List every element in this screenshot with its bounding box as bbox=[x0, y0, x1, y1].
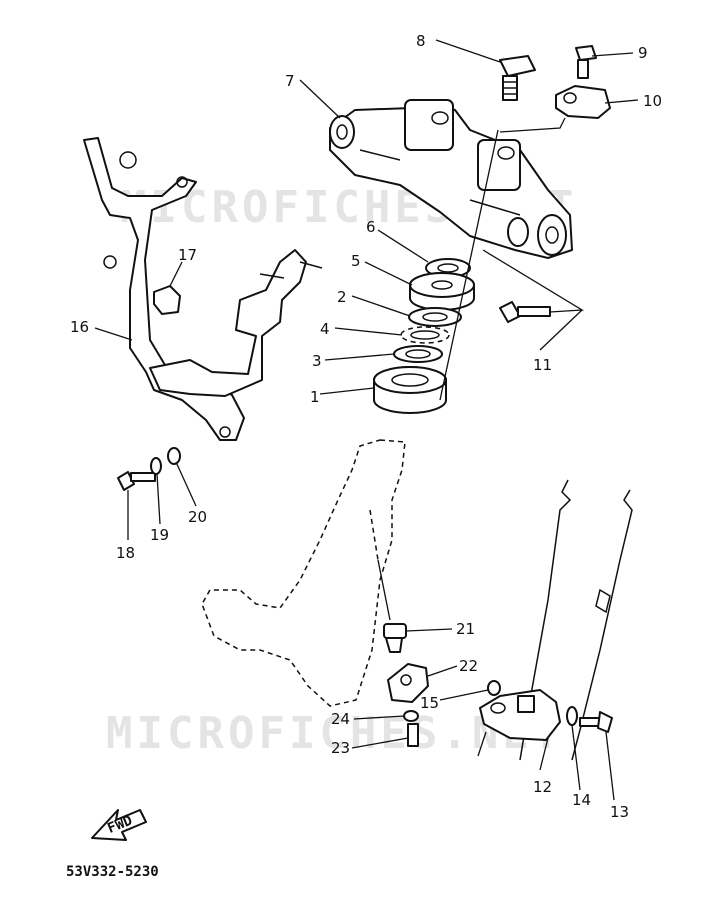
race-3-part[interactable] bbox=[393, 345, 443, 363]
steering-axis-line bbox=[439, 129, 499, 401]
diagram-code: 53V332-5230 bbox=[66, 864, 159, 880]
ball-bearing-4-part[interactable] bbox=[400, 326, 450, 344]
callout-8: 8 bbox=[416, 32, 426, 50]
callout-13: 13 bbox=[610, 803, 629, 821]
bolt-23-part[interactable] bbox=[407, 723, 419, 747]
callout-24: 24 bbox=[331, 710, 350, 728]
callout-20: 20 bbox=[188, 508, 207, 526]
race-2-part[interactable] bbox=[408, 307, 462, 327]
frame-phantom-outline bbox=[201, 439, 406, 707]
plate-22-part[interactable] bbox=[387, 663, 429, 703]
nut-24-part[interactable] bbox=[403, 710, 419, 722]
callout-11: 11 bbox=[533, 356, 552, 374]
callout-1: 1 bbox=[310, 388, 320, 406]
callout-22: 22 bbox=[459, 657, 478, 675]
bolt-8-part[interactable] bbox=[499, 55, 536, 101]
clamp-10-part[interactable] bbox=[555, 85, 611, 119]
callout-15: 15 bbox=[420, 694, 439, 712]
bearing-1-part[interactable] bbox=[373, 366, 447, 414]
bracket-12-part[interactable] bbox=[479, 689, 561, 741]
callout-5: 5 bbox=[351, 252, 361, 270]
callout-labels: 1 2 3 4 5 6 7 8 9 10 11 12 13 14 15 16 1… bbox=[70, 32, 662, 821]
lock-washer-19-part[interactable] bbox=[150, 457, 162, 475]
callout-12: 12 bbox=[533, 778, 552, 796]
stay-bracket-16-part[interactable] bbox=[83, 137, 323, 441]
callout-4: 4 bbox=[320, 320, 330, 338]
fwd-arrow-icon: FWD bbox=[91, 809, 147, 841]
leader-lines bbox=[94, 39, 639, 801]
callout-6: 6 bbox=[366, 218, 376, 236]
callout-3: 3 bbox=[312, 352, 322, 370]
washer-20-part[interactable] bbox=[167, 447, 181, 465]
bolt-11-part[interactable] bbox=[499, 301, 551, 323]
bolt-13-part[interactable] bbox=[579, 711, 613, 733]
callout-16: 16 bbox=[70, 318, 89, 336]
washer-14-part[interactable] bbox=[566, 706, 578, 726]
upper-bracket-part[interactable] bbox=[329, 99, 573, 259]
callout-21: 21 bbox=[456, 620, 475, 638]
clip-17-part[interactable] bbox=[153, 285, 181, 315]
callout-19: 19 bbox=[150, 526, 169, 544]
callout-18: 18 bbox=[116, 544, 135, 562]
washer-5-part[interactable] bbox=[409, 272, 475, 311]
callout-7: 7 bbox=[285, 72, 295, 90]
bolt-18-part[interactable] bbox=[117, 471, 156, 491]
collar-15-part[interactable] bbox=[487, 680, 501, 696]
callout-2: 2 bbox=[337, 288, 347, 306]
bolt-21-part[interactable] bbox=[377, 559, 407, 653]
callout-14: 14 bbox=[572, 791, 591, 809]
bolt-9-part[interactable] bbox=[575, 45, 597, 79]
callout-23: 23 bbox=[331, 739, 350, 757]
callout-10: 10 bbox=[643, 92, 662, 110]
callout-17: 17 bbox=[178, 246, 197, 264]
callout-9: 9 bbox=[638, 44, 648, 62]
